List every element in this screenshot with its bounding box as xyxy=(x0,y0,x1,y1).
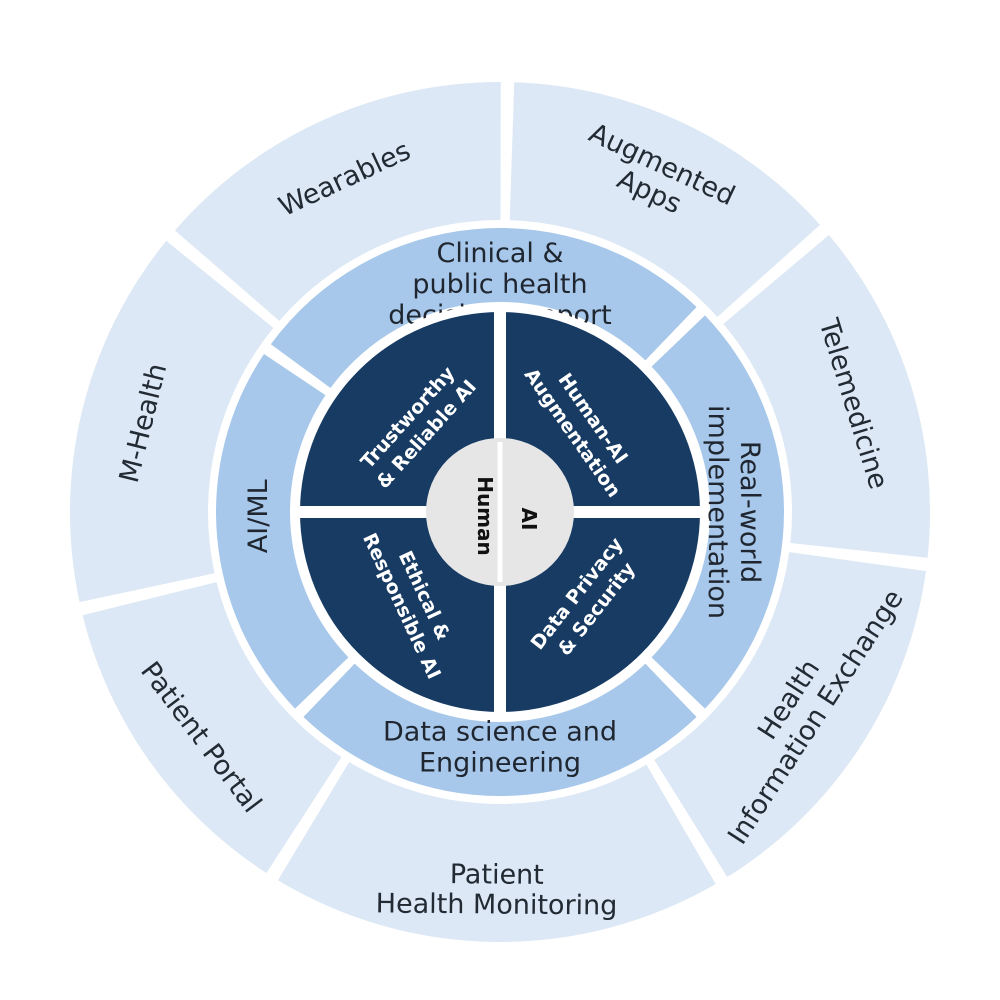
middle-segment-data-science-and-engineering-label-line: Engineering xyxy=(419,747,581,778)
middle-segment-real-world-implementation: Real-worldimplementation xyxy=(651,315,785,709)
middle-segment-ai-ml-label: AI/ML xyxy=(243,479,274,553)
outer-segment-m-health-shape xyxy=(70,240,274,603)
middle-segment-clinical-public-health-decision-support-label-line: Clinical & xyxy=(437,238,564,269)
middle-segment-ai-ml: AI/ML xyxy=(216,354,349,709)
outer-segment-patient-portal-shape xyxy=(82,582,342,874)
outer-segment-patient-health-monitoring-label-line: Patient xyxy=(450,859,544,891)
middle-segment-ai-ml-shape xyxy=(216,354,349,709)
center-divider xyxy=(497,442,503,582)
outer-segment-telemedicine-shape xyxy=(723,235,930,558)
outer-segment-augmented-apps-shape xyxy=(509,82,821,317)
middle-segment-real-world-implementation-label-line: Real-world xyxy=(734,441,765,583)
center-ai-label: AI xyxy=(517,508,541,531)
outer-segment-telemedicine: Telemedicine xyxy=(723,235,930,558)
outer-segment-health-information-exchange-shape xyxy=(654,552,926,878)
outer-segment-wearables-shape xyxy=(174,81,501,321)
outer-segment-patient-health-monitoring-shape xyxy=(277,762,716,942)
outer-segment-patient-health-monitoring-label-line: Health Monitoring xyxy=(376,888,618,921)
center-circle-group: Human AI xyxy=(426,438,574,586)
middle-segment-ai-ml-label-line: AI/ML xyxy=(243,479,274,553)
middle-segment-clinical-public-health-decision-support-shape xyxy=(270,227,697,388)
outer-segment-wearables: Wearables xyxy=(174,81,501,321)
center-human-label: Human xyxy=(473,476,497,556)
middle-segment-clinical-public-health-decision-support-label-line: public health xyxy=(412,269,587,300)
middle-segment-real-world-implementation-label: Real-worldimplementation xyxy=(702,405,765,619)
middle-segment-real-world-implementation-shape xyxy=(651,315,785,709)
middle-segment-data-science-and-engineering-shape xyxy=(303,663,697,797)
outer-segment-m-health: M-Health xyxy=(70,240,274,603)
middle-segment-data-science-and-engineering-label-line: Data science and xyxy=(383,716,617,747)
